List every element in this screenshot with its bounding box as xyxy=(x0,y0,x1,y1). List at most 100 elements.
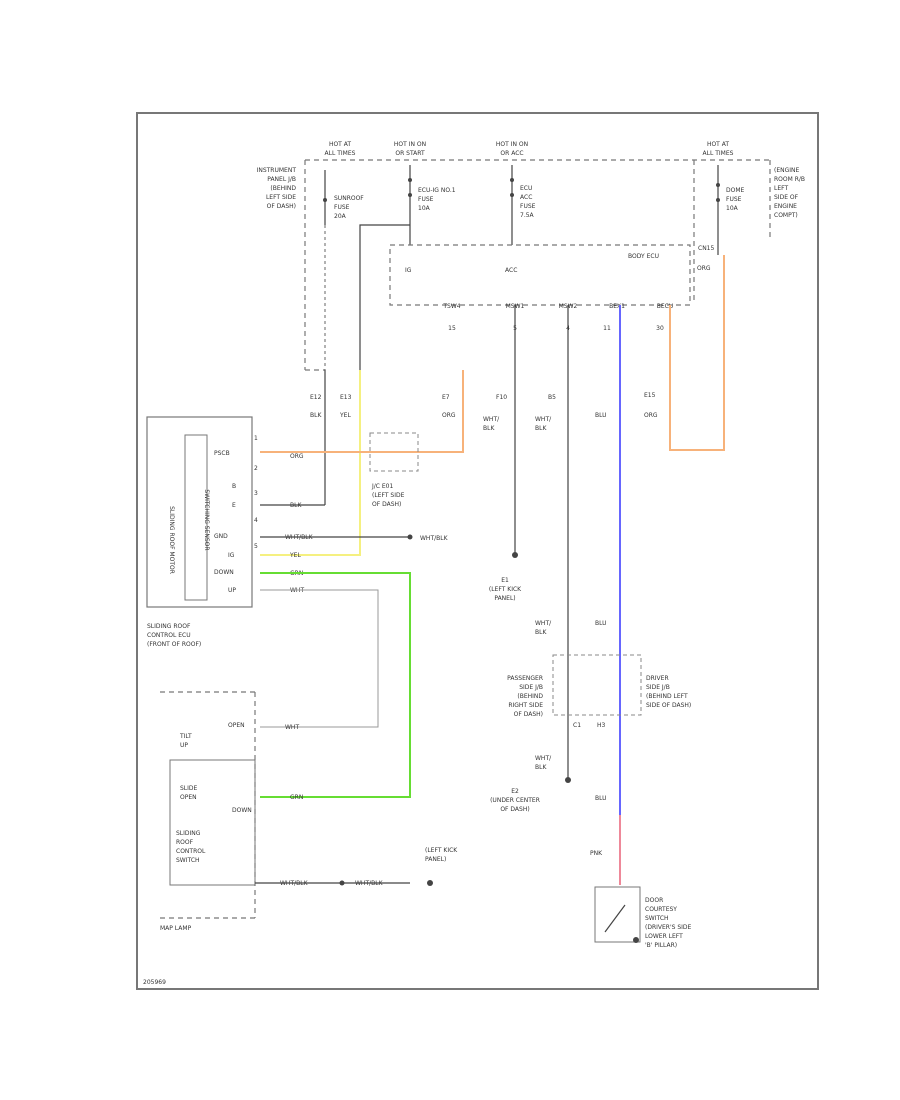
svg-text:DRIVER: DRIVER xyxy=(646,675,669,682)
svg-text:PANEL): PANEL) xyxy=(425,856,446,863)
svg-text:(FRONT OF ROOF): (FRONT OF ROOF) xyxy=(147,641,201,648)
svg-text:(BEHIND: (BEHIND xyxy=(517,693,543,700)
wire-yellow xyxy=(260,370,361,556)
sunroof-fuse: SUNROOF FUSE 20A xyxy=(323,170,364,225)
svg-text:LOWER LEFT: LOWER LEFT xyxy=(645,933,683,940)
wire-orange-left xyxy=(260,370,464,453)
svg-text:SLIDING: SLIDING xyxy=(176,830,201,837)
svg-text:SLIDING ROOF: SLIDING ROOF xyxy=(147,623,191,630)
svg-text:ACC: ACC xyxy=(520,194,532,201)
svg-text:ENGINE: ENGINE xyxy=(774,203,797,210)
svg-text:ECU-IG NO.1: ECU-IG NO.1 xyxy=(418,187,456,194)
switching-sensor-label: SWITCHING SENSOR xyxy=(203,489,210,550)
svg-text:30: 30 xyxy=(656,325,664,332)
svg-text:PASSENGER: PASSENGER xyxy=(507,675,543,682)
svg-text:DOME: DOME xyxy=(726,187,745,194)
svg-text:'B' PILLAR): 'B' PILLAR) xyxy=(645,942,677,949)
svg-text:SIDE J/B: SIDE J/B xyxy=(519,684,543,691)
power-label-on-acc: HOT IN ON OR ACC xyxy=(496,141,528,157)
ground-left-kick-label: (LEFT KICK PANEL) xyxy=(425,847,458,863)
door-jb-wire-labels: WHT/ BLK BLU WHT/ BLK BLU C1 H3 xyxy=(535,620,607,802)
svg-text:E12: E12 xyxy=(310,394,322,401)
sliding-roof-ecu-caption: SLIDING ROOF CONTROL ECU (FRONT OF ROOF) xyxy=(147,623,201,648)
svg-text:HOT AT: HOT AT xyxy=(707,141,729,148)
ground-left-kick xyxy=(427,880,433,886)
svg-text:FUSE: FUSE xyxy=(418,196,434,203)
svg-text:OR START: OR START xyxy=(395,150,425,157)
svg-text:11: 11 xyxy=(603,325,611,332)
svg-text:BEX1: BEX1 xyxy=(609,303,625,310)
svg-text:BLK: BLK xyxy=(535,629,547,636)
map-lamp-label: MAP LAMP xyxy=(160,925,192,932)
dome-fuse: DOME FUSE 10A xyxy=(716,165,745,255)
svg-text:TSW4: TSW4 xyxy=(442,303,460,310)
svg-text:C1: C1 xyxy=(573,722,581,729)
svg-text:E15: E15 xyxy=(644,392,656,399)
body-ecu-right-color: ORG xyxy=(697,265,711,272)
svg-text:HOT IN ON: HOT IN ON xyxy=(394,141,426,148)
svg-text:UP: UP xyxy=(228,587,236,594)
svg-text:TILT: TILT xyxy=(179,733,192,740)
body-ecu-label: BODY ECU xyxy=(628,253,659,260)
svg-text:(LEFT KICK: (LEFT KICK xyxy=(489,586,522,593)
svg-text:LEFT: LEFT xyxy=(774,185,788,192)
svg-text:E7: E7 xyxy=(442,394,450,401)
svg-text:(LEFT KICK: (LEFT KICK xyxy=(425,847,458,854)
svg-text:GND: GND xyxy=(214,533,228,540)
svg-text:SWITCH: SWITCH xyxy=(176,857,200,864)
svg-text:J/C E01: J/C E01 xyxy=(371,483,393,490)
svg-text:SIDE J/B: SIDE J/B xyxy=(646,684,670,691)
motor-pins: 1 PSCB 2 B 3 E 4 GND 5 IG DOWN UP xyxy=(214,435,258,594)
ecu-ig-fuse: ECU-IG NO.1 FUSE 10A xyxy=(408,165,456,245)
motor-ground-wire-label: WHT/BLK xyxy=(420,535,449,542)
diagram-frame xyxy=(136,112,819,990)
switching-sensor-box xyxy=(184,434,208,601)
svg-text:DOOR: DOOR xyxy=(645,897,663,904)
ecu-acc-fuse: ECU ACC FUSE 7.5A xyxy=(510,165,536,245)
power-label-on-start: HOT IN ON OR START xyxy=(394,141,426,157)
svg-text:(BEHIND LEFT: (BEHIND LEFT xyxy=(646,693,688,700)
svg-text:HOT IN ON: HOT IN ON xyxy=(496,141,528,148)
svg-text:BLU: BLU xyxy=(595,620,607,627)
svg-text:ORG: ORG xyxy=(442,412,456,419)
wire-green xyxy=(260,572,411,798)
svg-text:OF DASH): OF DASH) xyxy=(514,711,543,718)
wire-orange-right xyxy=(669,255,725,451)
svg-text:RIGHT SIDE: RIGHT SIDE xyxy=(508,702,543,709)
svg-text:H3: H3 xyxy=(597,722,606,729)
sliding-roof-motor-box xyxy=(146,416,253,608)
svg-text:ROOM R/B: ROOM R/B xyxy=(774,176,805,183)
svg-text:PANEL): PANEL) xyxy=(494,595,515,602)
svg-text:LEFT SIDE: LEFT SIDE xyxy=(266,194,296,201)
svg-text:BLK: BLK xyxy=(535,425,547,432)
svg-text:SLIDE: SLIDE xyxy=(180,785,198,792)
body-ecu-pin-acc: ACC xyxy=(505,267,517,274)
svg-text:E: E xyxy=(232,502,236,509)
svg-text:IG: IG xyxy=(228,552,235,559)
svg-text:ALL TIMES: ALL TIMES xyxy=(325,150,356,157)
driver-jb-label: DRIVER SIDE J/B (BEHIND LEFT SIDE OF DAS… xyxy=(646,675,691,709)
svg-text:YEL: YEL xyxy=(339,412,351,419)
wire-white xyxy=(260,589,379,728)
svg-text:DOWN: DOWN xyxy=(214,569,234,576)
svg-text:WHT/: WHT/ xyxy=(483,416,500,423)
ground-e1-label: E1 (LEFT KICK PANEL) xyxy=(489,577,522,602)
svg-text:SUNROOF: SUNROOF xyxy=(334,195,364,202)
sliding-roof-motor-label: SLIDING ROOF MOTOR xyxy=(168,506,175,574)
svg-text:SWITCH: SWITCH xyxy=(645,915,669,922)
svg-text:B: B xyxy=(232,483,236,490)
svg-text:BLU: BLU xyxy=(595,795,607,802)
door-courtesy-switch-box xyxy=(594,886,641,943)
svg-text:COURTESY: COURTESY xyxy=(645,906,677,913)
svg-text:ECU: ECU xyxy=(520,185,532,192)
svg-text:(ENGINE: (ENGINE xyxy=(774,167,800,174)
svg-text:WHT/: WHT/ xyxy=(535,620,552,627)
svg-text:OPEN: OPEN xyxy=(180,794,197,801)
body-ecu-bottom-pins: TSW4 MSW1 MSW2 BEX1 BECU 15 5 4 11 30 xyxy=(442,303,673,332)
door-courtesy-switch-label: DOOR COURTESY SWITCH (DRIVER'S SIDE LOWE… xyxy=(645,897,692,949)
passenger-jb-label: PASSENGER SIDE J/B (BEHIND RIGHT SIDE OF… xyxy=(507,675,543,718)
svg-text:E2: E2 xyxy=(511,788,519,795)
power-label-all-times-right: HOT AT ALL TIMES xyxy=(703,141,734,157)
svg-text:INSTRUMENT: INSTRUMENT xyxy=(257,167,297,174)
ground-e2-label: E2 (UNDER CENTER OF DASH) xyxy=(490,788,540,813)
